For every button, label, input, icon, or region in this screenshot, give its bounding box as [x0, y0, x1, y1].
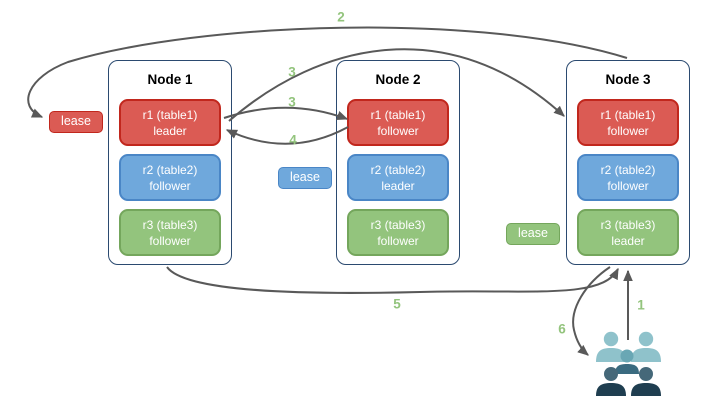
- node-3-title: Node 3: [605, 72, 651, 87]
- step-label-4: 4: [289, 132, 297, 148]
- node-2-replica-r3: r3 (table3) follower: [347, 209, 449, 256]
- replica-role: follower: [377, 233, 419, 248]
- replica-role: follower: [607, 123, 649, 138]
- step-label-5: 5: [393, 296, 401, 312]
- arrow-step-5-node1-to-node3: [166, 266, 619, 294]
- replica-role: follower: [607, 178, 649, 193]
- node-2-title: Node 2: [375, 72, 421, 87]
- replica-role: follower: [149, 233, 191, 248]
- node-3-replica-r1: r1 (table1) follower: [577, 99, 679, 146]
- node-1-panel: Node 1 r1 (table1) leader r2 (table2) fo…: [108, 60, 232, 265]
- replica-role: leader: [381, 178, 415, 193]
- step-label-1: 1: [637, 297, 645, 313]
- node-3-panel: Node 3 r1 (table1) follower r2 (table2) …: [566, 60, 690, 265]
- node-2-replica-r2: r2 (table2) leader: [347, 154, 449, 201]
- replica-role: follower: [149, 178, 191, 193]
- step-label-2: 2: [337, 9, 345, 25]
- replica-name: r1 (table1): [370, 107, 426, 122]
- arrow-step-3-node1-to-node2: [223, 106, 349, 121]
- user-group-icon: [596, 331, 661, 396]
- node-2-panel: Node 2 r1 (table1) follower r2 (table2) …: [336, 60, 460, 265]
- node-1-replica-r2: r2 (table2) follower: [119, 154, 221, 201]
- replica-role: follower: [377, 123, 419, 138]
- lease-badge-blue: lease: [278, 167, 332, 189]
- replica-name: r3 (table3): [370, 217, 426, 232]
- step-label-3b: 3: [288, 94, 296, 110]
- arrow-step-6-node3-to-users: [572, 266, 611, 356]
- replica-role: leader: [153, 123, 187, 138]
- replica-name: r2 (table2): [142, 162, 198, 177]
- replica-name: r2 (table2): [370, 162, 426, 177]
- replica-name: r2 (table2): [600, 162, 656, 177]
- replica-name: r1 (table1): [600, 107, 656, 122]
- lease-badge-green: lease: [506, 223, 560, 245]
- replica-name: r3 (table3): [142, 217, 198, 232]
- node-1-title: Node 1: [147, 72, 193, 87]
- node-1-replica-r1: r1 (table1) leader: [119, 99, 221, 146]
- replica-role: leader: [611, 233, 645, 248]
- lease-badge-red: lease: [49, 111, 103, 133]
- node-1-replica-r3: r3 (table3) follower: [119, 209, 221, 256]
- replica-name: r1 (table1): [142, 107, 198, 122]
- replica-name: r3 (table3): [600, 217, 656, 232]
- node-3-replica-r3: r3 (table3) leader: [577, 209, 679, 256]
- node-3-replica-r2: r2 (table2) follower: [577, 154, 679, 201]
- step-label-6: 6: [558, 321, 566, 337]
- arrow-step-4-node2-to-node1: [225, 126, 349, 145]
- step-label-3a: 3: [288, 64, 296, 80]
- node-2-replica-r1: r1 (table1) follower: [347, 99, 449, 146]
